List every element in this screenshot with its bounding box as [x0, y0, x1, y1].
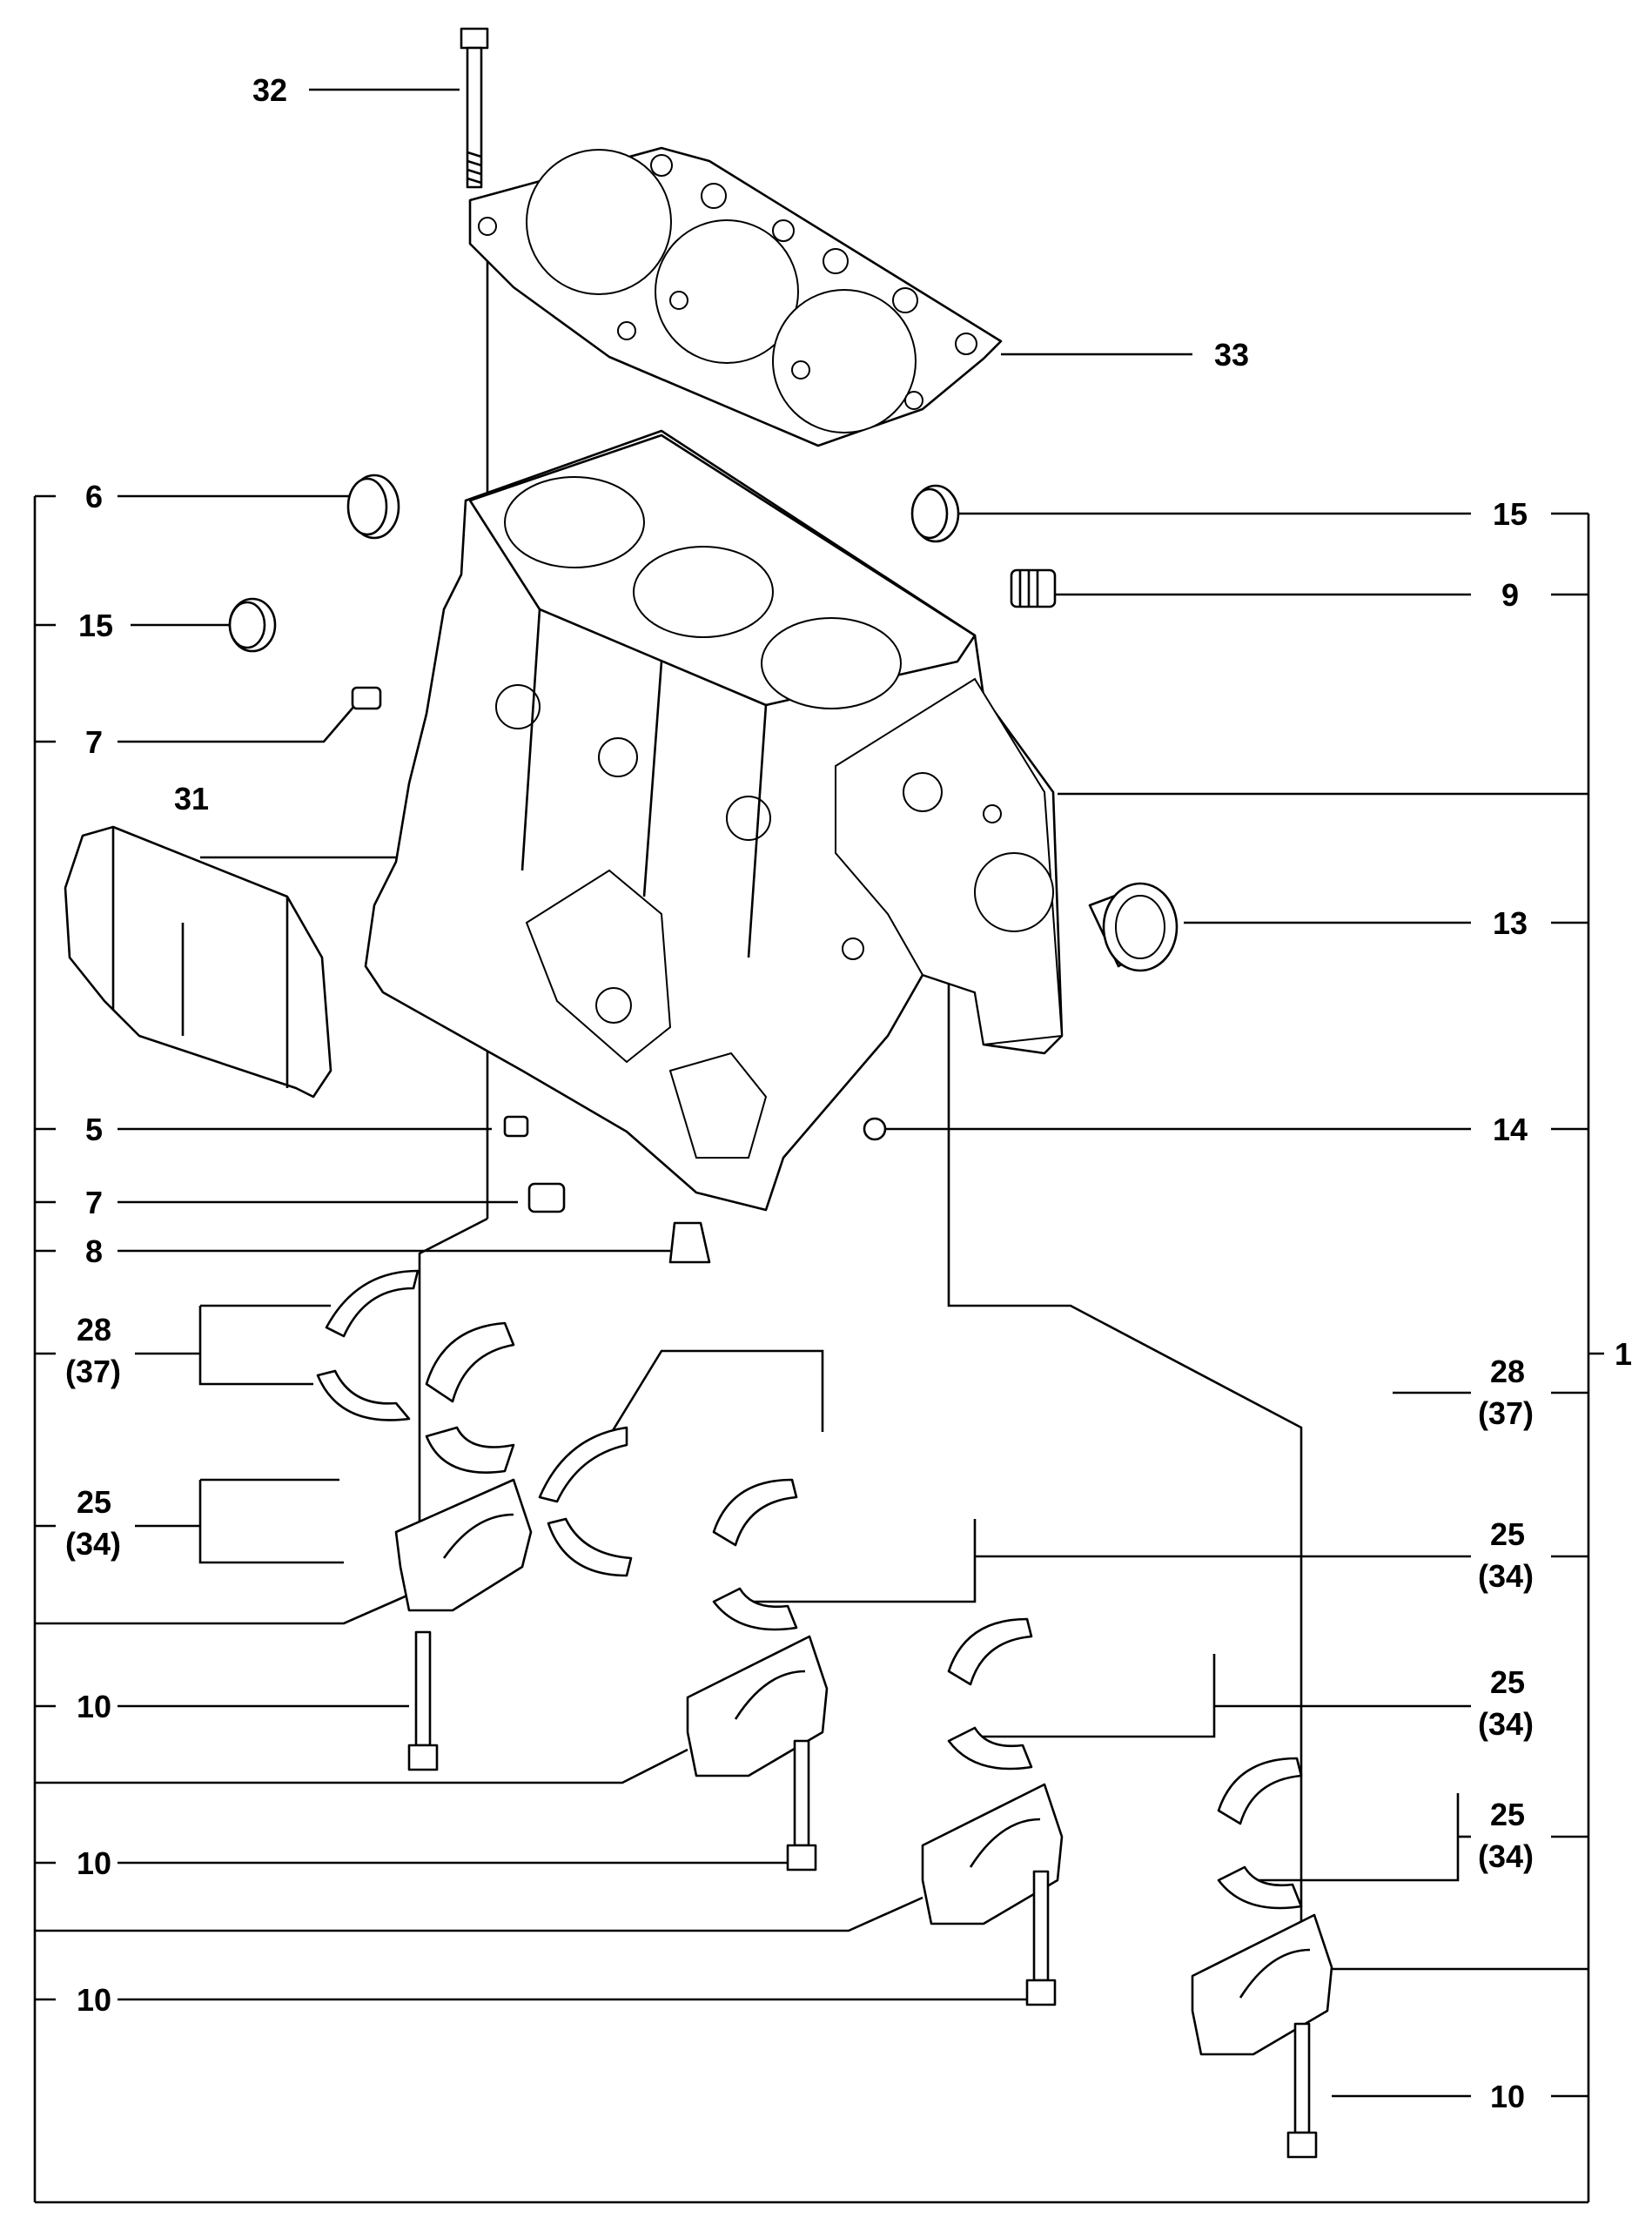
callout-34-r2: (34)	[1478, 1706, 1534, 1742]
main-bearing-bolt-10-c	[1025, 1870, 1057, 2006]
plug-14	[863, 1117, 887, 1141]
callout-8: 8	[85, 1233, 103, 1269]
callout-25-left: 25	[77, 1484, 111, 1520]
bearing-cap-3	[921, 1783, 1064, 1925]
callout-34-r3: (34)	[1478, 1838, 1534, 1874]
callout-25-r1: 25	[1490, 1516, 1525, 1552]
assembly-bracket-lines	[33, 494, 1604, 2204]
head-bolt-32	[460, 27, 489, 189]
plug-7-upper	[351, 686, 382, 710]
callout-28-right: 28	[1490, 1354, 1525, 1389]
baffle-plate-31	[64, 825, 332, 1099]
callout-37-left: (37)	[65, 1354, 121, 1389]
callout-31: 31	[174, 781, 209, 816]
bearing-cap-2	[686, 1635, 829, 1777]
thrust-washer-28-left	[316, 1269, 420, 1421]
callout-10-d: 10	[1490, 2079, 1525, 2114]
main-bearing-25-left	[425, 1321, 515, 1474]
main-bearing-bolt-10-d	[1286, 2022, 1318, 2159]
callout-5: 5	[85, 1112, 103, 1147]
plug-7-lower	[527, 1182, 566, 1213]
callout-13: 13	[1493, 905, 1528, 941]
callout-32: 32	[252, 72, 287, 108]
callout-9: 9	[1501, 577, 1519, 613]
plug-8	[668, 1221, 711, 1264]
thrust-washer-28-right	[538, 1426, 633, 1577]
expansion-plug-15-left	[228, 597, 277, 653]
main-bearing-bolt-10-b	[786, 1739, 817, 1871]
callout-15-left: 15	[78, 608, 113, 643]
callout-15-right: 15	[1493, 496, 1528, 532]
callout-10-b: 10	[77, 1845, 111, 1881]
callout-1: 1	[1615, 1336, 1632, 1372]
callout-37-right: (37)	[1478, 1395, 1534, 1431]
bearing-cap-4	[1191, 1913, 1333, 2056]
head-gasket-33	[468, 146, 1003, 447]
callout-34-r1: (34)	[1478, 1558, 1534, 1594]
callout-7-upper: 7	[85, 724, 103, 760]
callout-10-c: 10	[77, 1982, 111, 2018]
callout-10-a: 10	[77, 1689, 111, 1724]
camshaft-bushing-13	[1088, 882, 1179, 972]
expansion-plug-15-right	[910, 484, 960, 543]
cylinder-block-1	[364, 429, 1064, 1212]
callout-25-r2: 25	[1490, 1664, 1525, 1700]
main-bearing-25-r1	[712, 1478, 798, 1631]
callout-33: 33	[1214, 337, 1249, 373]
main-bearing-25-r3	[1217, 1757, 1303, 1910]
bearing-cap-1	[394, 1478, 533, 1612]
callout-25-r3: 25	[1490, 1797, 1525, 1832]
callout-7-lower: 7	[85, 1185, 103, 1220]
callout-14: 14	[1493, 1112, 1528, 1147]
callout-28-left: 28	[77, 1312, 111, 1347]
callout-6: 6	[85, 479, 103, 514]
callout-34-left: (34)	[65, 1526, 121, 1562]
expansion-plug-6	[346, 474, 400, 540]
plug-5	[503, 1115, 529, 1138]
callout-labels: 32 33 6 15 9 15 7 31 13 5 14 7 8 28 (37)…	[65, 72, 1632, 2114]
main-bearing-bolt-10-a	[407, 1630, 439, 1771]
threaded-plug-9	[1010, 568, 1057, 608]
main-bearing-25-r2	[947, 1617, 1033, 1771]
leader-lines	[118, 88, 1471, 2098]
